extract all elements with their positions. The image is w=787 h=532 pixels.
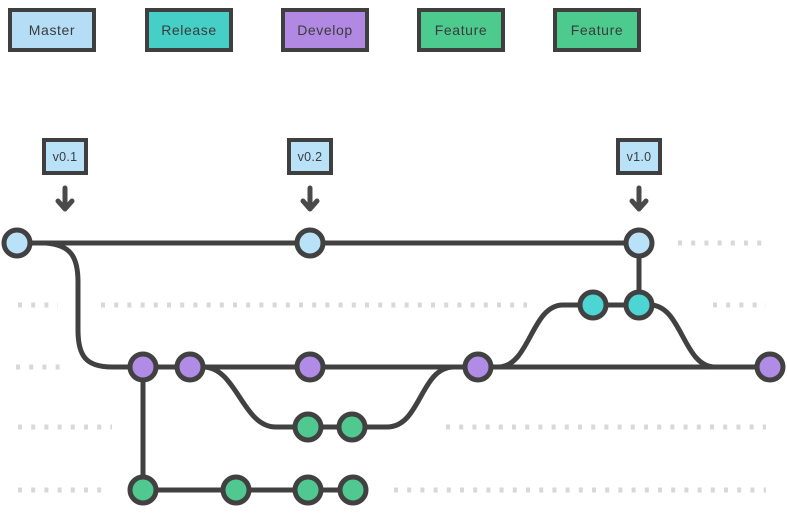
commit-feature-2 xyxy=(337,474,369,506)
tag-v0.1: v0.1 xyxy=(42,138,88,175)
down-arrow-icon xyxy=(55,185,75,212)
tag-label-v0.1: v0.1 xyxy=(52,149,78,164)
tag-label-v1.0: v1.0 xyxy=(626,149,652,164)
commit-feature-1 xyxy=(292,411,324,443)
legend-label-master: Master xyxy=(28,22,76,38)
commit-feature-1 xyxy=(336,411,368,443)
commit-layer xyxy=(1,227,786,506)
commit-master xyxy=(294,227,326,259)
legend-label-feature-2: Feature xyxy=(570,22,624,38)
legend-label-release: Release xyxy=(161,22,217,38)
commit-master xyxy=(1,227,33,259)
commit-feature-2 xyxy=(127,474,159,506)
legend-box-develop: Develop xyxy=(281,8,369,52)
tag-v1.0: v1.0 xyxy=(616,138,662,175)
release-branch-hump xyxy=(497,302,716,370)
commit-develop xyxy=(462,351,494,383)
tag-label-v0.2: v0.2 xyxy=(297,149,323,164)
commit-master xyxy=(623,227,655,259)
commit-release xyxy=(577,289,609,321)
legend-label-develop: Develop xyxy=(297,22,353,38)
legend-box-master: Master xyxy=(8,8,96,52)
legend-box-release: Release xyxy=(145,8,233,52)
feature1-branch-path xyxy=(202,364,455,430)
legend-box-feature-2: Feature xyxy=(553,8,641,52)
tag-v0.2: v0.2 xyxy=(287,138,333,175)
commit-develop xyxy=(174,351,206,383)
legend-label-feature-1: Feature xyxy=(434,22,488,38)
commit-release xyxy=(623,289,655,321)
commit-feature-2 xyxy=(292,474,324,506)
legend-box-feature-1: Feature xyxy=(417,8,505,52)
down-arrow-icon xyxy=(629,185,649,212)
commit-develop xyxy=(127,351,159,383)
down-arrow-icon xyxy=(300,185,320,212)
commit-feature-2 xyxy=(220,474,252,506)
commit-develop xyxy=(294,351,326,383)
master-to-develop-branch xyxy=(45,240,113,370)
commit-develop xyxy=(754,351,786,383)
